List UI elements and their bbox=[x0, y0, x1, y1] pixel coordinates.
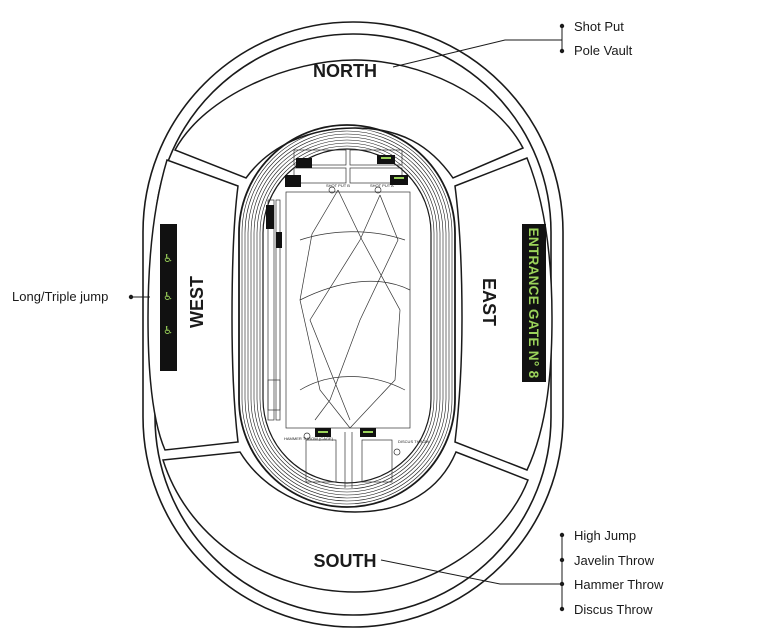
dot-icon bbox=[559, 48, 565, 54]
pad-6 bbox=[276, 232, 282, 248]
dot-icon bbox=[559, 557, 565, 563]
pad-accent-1 bbox=[381, 157, 391, 159]
west-accessible-panel: ♿ ♿ ♿ bbox=[160, 224, 177, 371]
accessible-bar bbox=[160, 224, 177, 371]
wheelchair-icon: ♿ bbox=[163, 290, 173, 303]
label-discus-throw: DISCUS THROW bbox=[398, 439, 429, 444]
pad-5 bbox=[266, 205, 274, 229]
high-jump-area bbox=[361, 439, 393, 483]
hammer-cage bbox=[305, 439, 337, 483]
long-jump-pit bbox=[267, 379, 281, 411]
pad-3 bbox=[285, 175, 301, 187]
throw-sector-lines bbox=[299, 189, 411, 429]
event-pads bbox=[266, 155, 408, 437]
legend-pole-vault: Pole Vault bbox=[574, 43, 633, 58]
dot-icon bbox=[128, 294, 134, 300]
shot-put-circle-b bbox=[328, 186, 336, 194]
infield bbox=[267, 149, 411, 488]
pad-1 bbox=[296, 158, 312, 168]
legend-shot-put: Shot Put bbox=[574, 19, 624, 34]
entrance-gate-panel[interactable]: ENTRANCE GATE N° 8 bbox=[522, 224, 546, 382]
legend-long-triple-jump: Long/Triple jump bbox=[12, 289, 108, 304]
wheelchair-icon: ♿ bbox=[163, 324, 173, 337]
pit-north-1 bbox=[293, 149, 347, 166]
shot-put-circle-a bbox=[374, 186, 382, 194]
legend-hammer-throw: Hammer Throw bbox=[574, 577, 664, 592]
stand-label-north: NORTH bbox=[313, 61, 377, 81]
pad-accent-4 bbox=[363, 431, 373, 433]
label-shot-put-b: SHOT PUT B bbox=[326, 183, 350, 188]
long-jump-runway-2 bbox=[275, 199, 281, 421]
legend-discus-throw: Discus Throw bbox=[574, 602, 653, 617]
pad-accent-3 bbox=[318, 431, 328, 433]
label-hammer-throw: HAMMER THROW (CAGE) bbox=[284, 436, 334, 441]
stand-label-east: EAST bbox=[479, 278, 499, 326]
stand-label-west: WEST bbox=[187, 276, 207, 328]
infield-pitch bbox=[285, 191, 411, 429]
pad-2 bbox=[377, 155, 395, 164]
discus-circle bbox=[393, 448, 401, 456]
pit-north-3 bbox=[293, 167, 347, 184]
legend-high-jump: High Jump bbox=[574, 528, 636, 543]
gate-label: ENTRANCE GATE N° 8 bbox=[526, 228, 541, 379]
hammer-circle bbox=[303, 432, 311, 440]
dot-icon bbox=[559, 23, 565, 29]
stand-label-south: SOUTH bbox=[314, 551, 377, 571]
legend-south-connector bbox=[380, 535, 563, 609]
legend-north-connector bbox=[392, 26, 563, 68]
dot-icon bbox=[559, 606, 565, 612]
stand-south[interactable] bbox=[162, 451, 529, 593]
legend-javelin-throw: Javelin Throw bbox=[574, 553, 655, 568]
running-track bbox=[238, 124, 456, 508]
label-shot-put-a: SHOT PUT A bbox=[370, 183, 394, 188]
outer-wall bbox=[142, 21, 564, 628]
wheelchair-icon: ♿ bbox=[163, 252, 173, 265]
pit-north-2 bbox=[349, 149, 403, 166]
dot-icon bbox=[559, 532, 565, 538]
gate-bar bbox=[522, 224, 546, 382]
dot-icon bbox=[559, 581, 565, 587]
long-jump-runway bbox=[267, 199, 275, 421]
pad-accent-2 bbox=[394, 177, 404, 179]
pad-4 bbox=[390, 175, 408, 185]
